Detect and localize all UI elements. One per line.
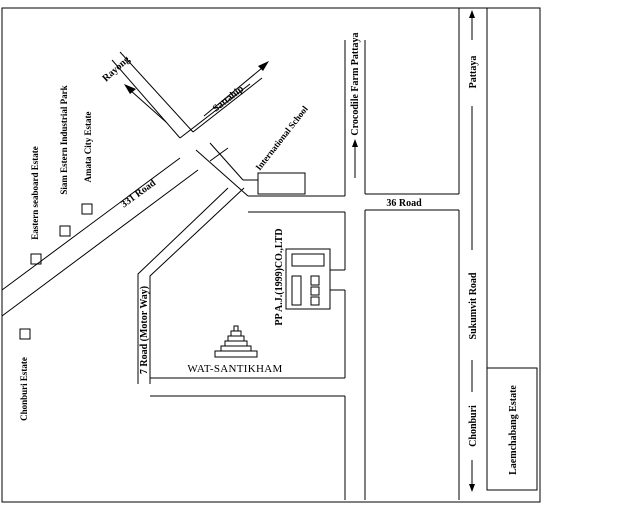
arrow-icon [469,460,475,492]
factory-icon [285,248,331,310]
arrow-icon [203,61,269,117]
arrow-icon [124,84,167,123]
label-eastern-seaboard: Eastern seaboard Estate [30,146,40,240]
road-sattahip-edge-a [179,83,251,139]
estate-square-icon [59,225,71,237]
label-chonburi-estate: Chonburi Estate [19,357,29,421]
label-wat: WAT-SANTIKHAM [187,363,282,375]
label-rayong: Rayong [100,54,132,84]
label-pattaya: Pattaya [468,56,479,89]
label-amata-city: Amata City Estate [83,112,93,183]
road-to-school-edge-a [195,149,249,197]
laemchabang-estate-box [486,367,538,491]
estate-square-icon [30,253,42,265]
road-331-edge-lower [1,169,199,317]
label-international-school: International School [253,104,310,173]
map-frame [1,7,541,503]
arrow-icon [469,10,475,40]
label-crocodile-farm: Crocodile Farm Pattaya [350,32,361,135]
road-rayong-edge-b [119,51,194,133]
label-company: PP A.J.(1999)CO.,LTD [274,228,285,325]
estate-square-icon [19,328,31,340]
arrow-icon [352,139,358,178]
label-road-36: 36 Road [386,198,422,209]
road-7-edge-left [137,187,229,384]
road-sattahip-edge-b [192,77,263,133]
road-to-school-edge-b [209,142,244,181]
temple-icon [214,325,258,358]
road-rayong-edge-a [111,59,181,139]
estate-square-icon [81,203,93,215]
label-chonburi: Chonburi [468,405,479,447]
label-road-7: 7 Road (Motor Way) [139,286,150,374]
road-331-edge-upper [1,157,181,291]
road-7-edge-right [149,187,245,384]
label-sattahip: Sattahip [211,83,247,114]
label-siam-eastern: Siam Estern Industrial Park [59,85,69,194]
international-school-building [257,172,306,195]
label-sukhumvit: Sukumvit Road [468,272,479,339]
label-road-331: 331 Road [119,177,158,210]
road-331-edge-lower-end [209,147,229,162]
label-laemchabang: Laemchabang Estate [508,385,519,475]
